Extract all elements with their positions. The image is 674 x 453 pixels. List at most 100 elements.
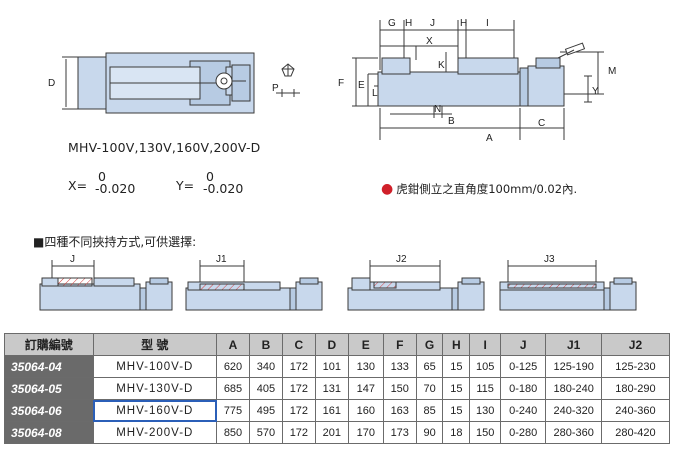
cell-a: 850 <box>216 421 250 444</box>
model-cell: MHV-100V-D <box>92 355 218 378</box>
clamp-label-j: J <box>70 254 75 265</box>
label-g: G <box>388 18 396 29</box>
cell-j1: 280-360 <box>545 421 602 444</box>
label-n: N <box>434 104 441 115</box>
label-j: J <box>430 18 435 29</box>
label-i: I <box>486 18 489 29</box>
table-row: 35064-06 MHV-160V-D 775 495 172 161 160 … <box>4 399 671 422</box>
clamp-modes-drawing: J J1 J2 J3 <box>39 254 637 311</box>
clamp-mode-2 <box>185 260 323 311</box>
cell-f: 173 <box>382 421 417 444</box>
spec-table: 訂購編號 型 號 A B C D E F G H I J J1 J2 35064… <box>4 333 671 444</box>
label-x: X <box>426 36 433 47</box>
tolerance-y-upper: 0 <box>206 169 214 184</box>
header-j: J <box>500 333 547 356</box>
clamp-label-j1: J1 <box>216 254 227 265</box>
cell-j: 0-180 <box>500 377 547 400</box>
cell-a: 775 <box>216 399 250 422</box>
cell-h: 15 <box>442 399 471 422</box>
label-k: K <box>438 60 445 71</box>
clamp-label-j3: J3 <box>544 254 555 265</box>
table-row: 35064-04 MHV-100V-D 620 340 172 101 130 … <box>4 355 671 378</box>
table-row: 35064-08 MHV-200V-D 850 570 172 201 170 … <box>4 421 671 444</box>
order-code-cell: 35064-06 <box>4 399 94 422</box>
label-h-left: H <box>405 18 412 29</box>
clamp-mode-3 <box>347 260 485 311</box>
header-j1: J1 <box>545 333 602 356</box>
cell-j2: 125-230 <box>600 355 671 378</box>
order-code-cell: 35064-04 <box>4 355 94 378</box>
cell-b: 495 <box>248 399 283 422</box>
cell-j1: 180-240 <box>545 377 602 400</box>
label-p: P <box>272 83 279 94</box>
cell-c: 172 <box>281 421 316 444</box>
tolerance-x-lower: -0.020 <box>95 181 136 196</box>
header-c: C <box>281 333 316 356</box>
cell-h: 18 <box>442 421 471 444</box>
order-code-cell: 35064-05 <box>4 377 94 400</box>
cell-g: 70 <box>415 377 444 400</box>
header-g: G <box>415 333 444 356</box>
clamp-mode-4 <box>499 260 637 311</box>
label-e: E <box>358 80 365 91</box>
label-f: F <box>338 78 344 89</box>
header-i: I <box>469 333 502 356</box>
tolerance-x-upper: 0 <box>98 169 106 184</box>
cell-d: 131 <box>314 377 349 400</box>
label-b: B <box>448 116 455 127</box>
cell-e: 170 <box>347 421 384 444</box>
model-cell: MHV-130V-D <box>92 377 218 400</box>
model-cell: MHV-200V-D <box>92 421 218 444</box>
header-h: H <box>442 333 471 356</box>
label-d: D <box>48 78 55 89</box>
cell-i: 130 <box>469 399 502 422</box>
cell-d: 161 <box>314 399 349 422</box>
cell-i: 150 <box>469 421 502 444</box>
cell-j: 0-125 <box>500 355 547 378</box>
cell-j2: 240-360 <box>600 399 671 422</box>
cell-f: 133 <box>382 355 417 378</box>
header-b: B <box>248 333 283 356</box>
label-l: L <box>372 88 378 99</box>
cell-d: 101 <box>314 355 349 378</box>
cell-d: 201 <box>314 421 349 444</box>
cell-j1: 125-190 <box>545 355 602 378</box>
clamp-mode-1 <box>39 260 173 311</box>
cell-i: 105 <box>469 355 502 378</box>
cell-f: 163 <box>382 399 417 422</box>
squareness-note: ●虎鉗側立之直角度100mm/0.02內. <box>381 181 577 197</box>
label-m: M <box>608 66 616 77</box>
tolerance-x-label: X= <box>68 178 88 193</box>
tolerance-y-lower: -0.020 <box>203 181 244 196</box>
header-d: D <box>314 333 349 356</box>
cell-h: 15 <box>442 377 471 400</box>
table-header-row: 訂購編號 型 號 A B C D E F G H I J J1 J2 <box>4 333 671 356</box>
label-y: Y <box>592 86 599 97</box>
header-e: E <box>347 333 384 356</box>
cell-j2: 180-290 <box>600 377 671 400</box>
cell-j: 0-240 <box>500 399 547 422</box>
cell-c: 172 <box>281 377 316 400</box>
cell-a: 685 <box>216 377 250 400</box>
cell-g: 85 <box>415 399 444 422</box>
order-code-cell: 35064-08 <box>4 421 94 444</box>
cell-c: 172 <box>281 355 316 378</box>
cell-c: 172 <box>281 399 316 422</box>
cell-j2: 280-420 <box>600 421 671 444</box>
cell-g: 90 <box>415 421 444 444</box>
cell-f: 150 <box>382 377 417 400</box>
tolerance-y-label: Y= <box>176 178 195 193</box>
cell-i: 115 <box>469 377 502 400</box>
cell-e: 147 <box>347 377 384 400</box>
cell-b: 340 <box>248 355 283 378</box>
models-line: MHV-100V,130V,160V,200V-D <box>68 140 261 155</box>
header-order-no: 訂購編號 <box>4 333 94 356</box>
cell-j: 0-280 <box>500 421 547 444</box>
model-cell-selected[interactable]: MHV-160V-D <box>92 399 218 422</box>
top-view-drawing: D P <box>48 52 300 114</box>
cell-g: 65 <box>415 355 444 378</box>
note-bullet-icon: ● <box>381 181 394 197</box>
header-j2: J2 <box>600 333 671 356</box>
header-a: A <box>216 333 250 356</box>
clamp-label-j2: J2 <box>396 254 407 265</box>
